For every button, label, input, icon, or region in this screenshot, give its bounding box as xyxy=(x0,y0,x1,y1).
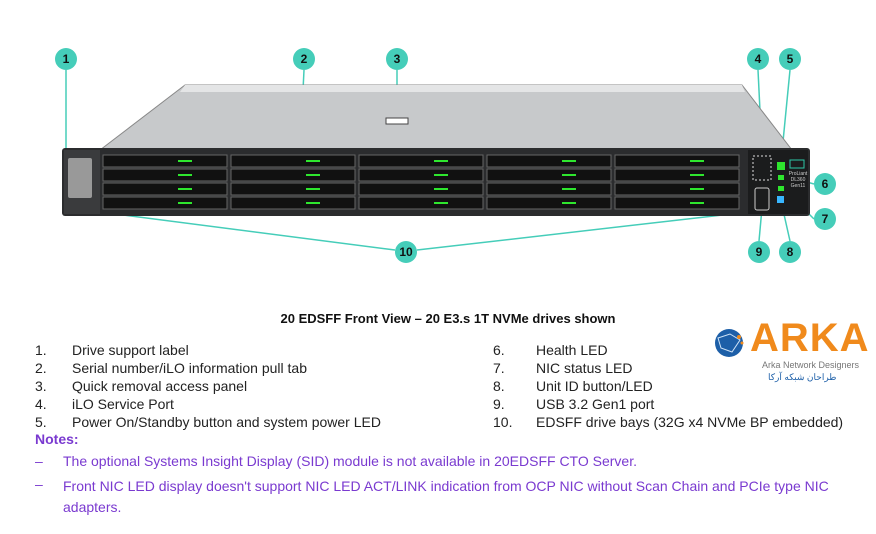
callout-6: 6 xyxy=(814,173,836,195)
legend-num: 5. xyxy=(35,414,47,430)
drive-led xyxy=(562,174,576,176)
legend-num: 3. xyxy=(35,378,47,394)
callout-4: 4 xyxy=(747,48,769,70)
drive-led xyxy=(562,160,576,162)
callout-1: 1 xyxy=(55,48,77,70)
drive-led xyxy=(306,160,320,162)
callout-8: 8 xyxy=(779,241,801,263)
legend-text: Quick removal access panel xyxy=(72,378,248,394)
drive-bay xyxy=(486,196,612,210)
globe-icon xyxy=(715,329,744,357)
uid-led xyxy=(777,196,784,203)
drive-bay xyxy=(358,196,484,210)
drive-led xyxy=(306,188,320,190)
drive-bay xyxy=(102,168,228,182)
callout-10: 10 xyxy=(395,241,417,263)
legend-num: 2. xyxy=(35,360,47,376)
drive-led xyxy=(690,188,704,190)
legend-num: 8. xyxy=(493,378,505,394)
callout-2: 2 xyxy=(293,48,315,70)
power-led xyxy=(777,162,785,170)
drive-led xyxy=(690,160,704,162)
drive-led xyxy=(562,202,576,204)
legend-text: Power On/Standby button and system power… xyxy=(72,414,381,430)
arka-logo: ARKA Arka Network Designers طراحان شبکه … xyxy=(712,316,872,388)
drive-bay xyxy=(102,196,228,210)
callout-7: 7 xyxy=(814,208,836,230)
drive-led xyxy=(690,174,704,176)
drive-bay xyxy=(614,196,740,210)
legend-text: Serial number/iLO information pull tab xyxy=(72,360,308,376)
legend-text: iLO Service Port xyxy=(72,396,174,412)
drive-bay xyxy=(230,196,356,210)
drive-bay xyxy=(102,154,228,168)
note-dash: – xyxy=(35,476,43,492)
callout-9: 9 xyxy=(748,241,770,263)
legend-num: 9. xyxy=(493,396,505,412)
note-text: Front NIC LED display doesn't support NI… xyxy=(63,478,829,515)
legend-num: 1. xyxy=(35,342,47,358)
drive-led xyxy=(178,174,192,176)
drive-bay xyxy=(358,154,484,168)
note-text: The optional Systems Insight Display (SI… xyxy=(63,453,637,469)
callout-3: 3 xyxy=(386,48,408,70)
drive-bay xyxy=(358,168,484,182)
legend-text: Drive support label xyxy=(72,342,189,358)
legend-text: USB 3.2 Gen1 port xyxy=(536,396,655,412)
drive-led xyxy=(434,160,448,162)
drive-bay xyxy=(486,154,612,168)
figure-title: 20 EDSFF Front View – 20 E3.s 1T NVMe dr… xyxy=(280,311,616,326)
drive-led xyxy=(690,202,704,204)
legend-text: NIC status LED xyxy=(536,360,633,376)
callout-5: 5 xyxy=(779,48,801,70)
drive-bay xyxy=(486,168,612,182)
health-led xyxy=(778,175,784,180)
legend-num: 4. xyxy=(35,396,47,412)
drive-bay xyxy=(230,182,356,196)
legend-num: 7. xyxy=(493,360,505,376)
drive-bay xyxy=(230,154,356,168)
drive-bay xyxy=(230,168,356,182)
legend-num: 10. xyxy=(493,414,513,430)
legend-text: Unit ID button/LED xyxy=(536,378,653,394)
logo-subtitle-fa: طراحان شبکه آرکا xyxy=(768,372,837,382)
drive-led xyxy=(562,188,576,190)
server-illustration xyxy=(62,69,815,251)
drive-led xyxy=(306,174,320,176)
drive-led xyxy=(306,202,320,204)
drive-bay xyxy=(486,182,612,196)
legend-text: Health LED xyxy=(536,342,608,358)
logo-subtitle: Arka Network Designers xyxy=(762,360,860,370)
drive-led xyxy=(178,160,192,162)
legend-num: 6. xyxy=(493,342,505,358)
legend-text: EDSFF drive bays (32G x4 NVMe BP embedde… xyxy=(536,414,844,430)
drive-bay xyxy=(614,154,740,168)
drive-bay xyxy=(614,168,740,182)
server-label: ProLiant DL360 Gen11 xyxy=(788,171,808,189)
drive-led xyxy=(178,202,192,204)
drive-bay xyxy=(358,182,484,196)
drive-bay xyxy=(102,182,228,196)
notes-heading: Notes: xyxy=(35,431,79,447)
nic-led xyxy=(778,186,784,191)
drive-led xyxy=(178,188,192,190)
drive-led xyxy=(434,174,448,176)
drive-led xyxy=(434,202,448,204)
note-dash: – xyxy=(35,453,43,469)
logo-name: ARKA xyxy=(750,316,870,360)
drive-bay xyxy=(614,182,740,196)
drive-led xyxy=(434,188,448,190)
